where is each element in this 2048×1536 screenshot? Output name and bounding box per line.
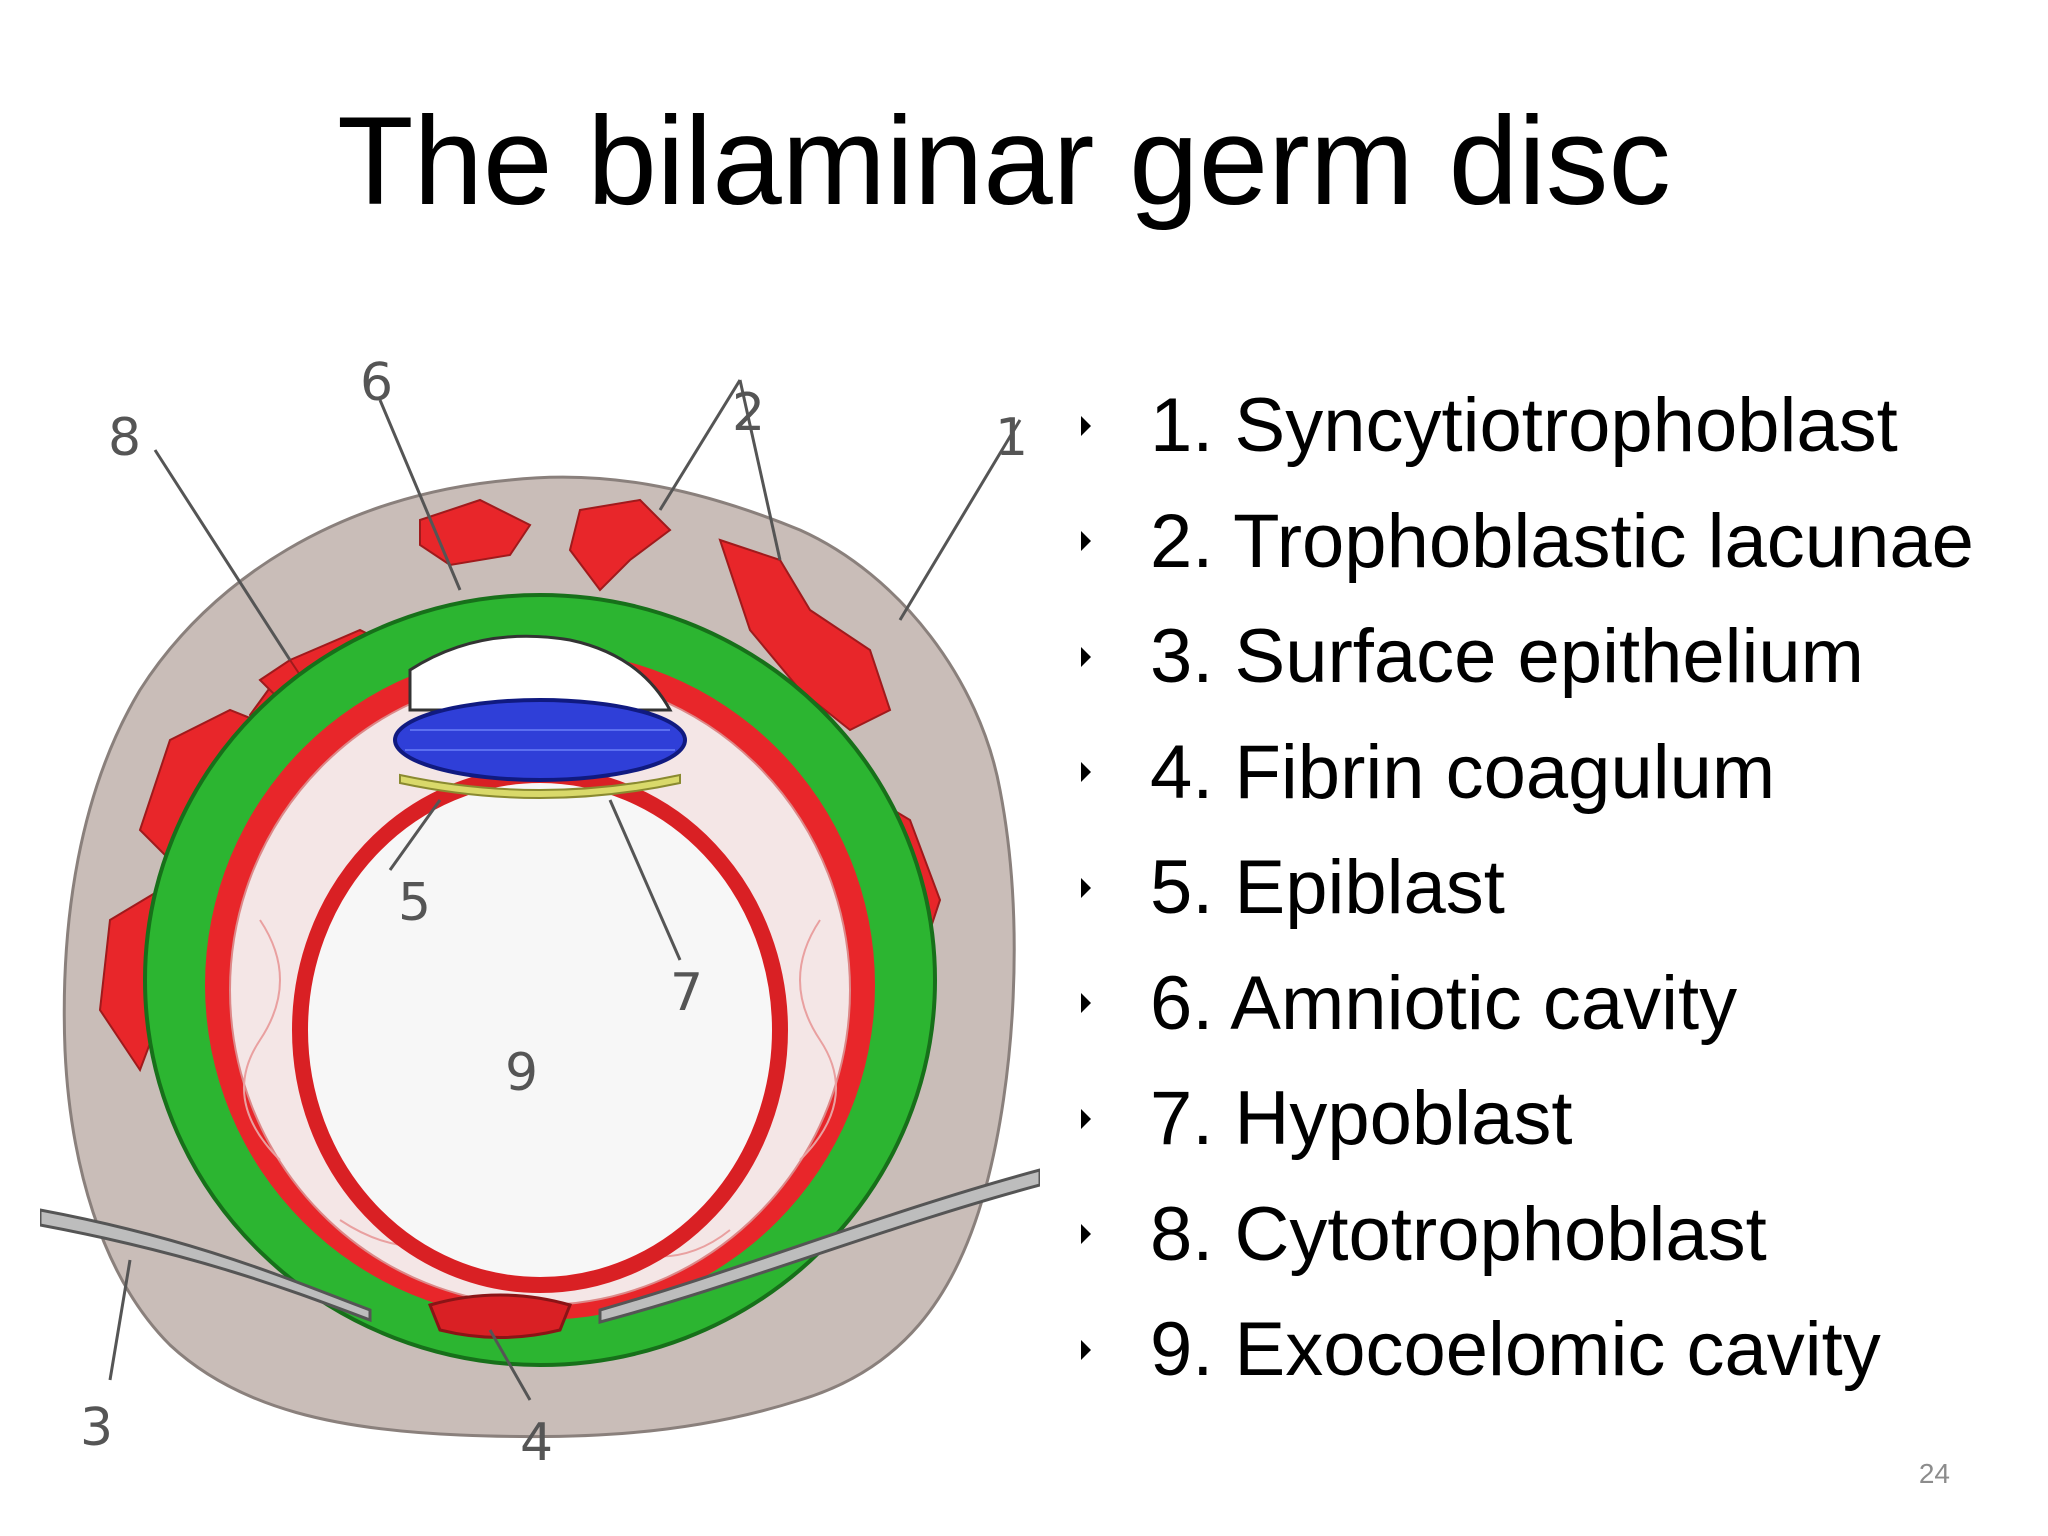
legend-item: 1. Syncytiotrophoblast (1076, 368, 1974, 484)
callout-9: 9 (505, 1043, 538, 1103)
leader-lines (108, 379, 1022, 1401)
page-number: 24 (1918, 1458, 1950, 1489)
legend-item: 2. Trophoblastic lacunae (1076, 484, 1974, 600)
bullet-icon (1081, 1224, 1091, 1245)
epiblast (393, 698, 687, 782)
callout-4: 4 (520, 1413, 553, 1473)
legend-item: 4. Fibrin coagulum (1076, 715, 1974, 831)
hypoblast (399, 773, 681, 799)
callout-5: 5 (398, 873, 431, 933)
legend-item: 6. Amniotic cavity (1076, 946, 1974, 1062)
amniotic-cavity (408, 634, 673, 712)
surface-epithelium (40, 1208, 372, 1323)
callout-7: 7 (670, 963, 703, 1023)
callout-8: 8 (108, 408, 141, 468)
callout-2: 2 (732, 383, 765, 443)
legend-item: 8. Cytotrophoblast (1076, 1177, 1974, 1293)
exocoelomic-cavity (292, 767, 788, 1293)
callout-3: 3 (80, 1398, 113, 1458)
bullet-icon (1081, 531, 1091, 552)
bullet-icon (1081, 877, 1091, 898)
bullet-icon (1081, 415, 1091, 436)
legend-item: 3. Surface epithelium (1076, 599, 1974, 715)
bullet-icon (1081, 646, 1091, 667)
bullet-icon (1081, 1339, 1091, 1360)
legend-list: 1. Syncytiotrophoblast 2. Trophoblastic … (1076, 368, 1974, 1408)
bullet-icon (1081, 762, 1091, 783)
fibrin-coagulum (427, 1293, 573, 1339)
legend-item: 5. Epiblast (1076, 830, 1974, 946)
legend-item: 9. Exocoelomic cavity (1076, 1292, 1974, 1408)
slide-title: The bilaminar germ disc (337, 92, 1671, 231)
bilaminar-disc-diagram: 1 2 3 4 5 6 7 8 9 (40, 360, 1040, 1473)
callout-6: 6 (360, 360, 393, 413)
bullet-icon (1081, 993, 1091, 1014)
legend-item: 7. Hypoblast (1076, 1061, 1974, 1177)
bullet-icon (1081, 1108, 1091, 1129)
callout-1: 1 (995, 408, 1028, 468)
